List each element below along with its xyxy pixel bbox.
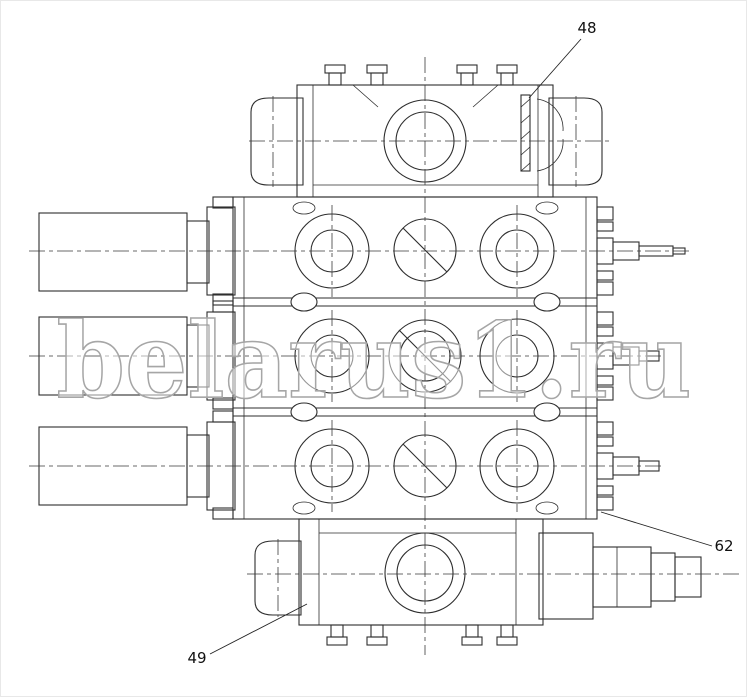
callout-49: 49	[187, 603, 308, 667]
top-cover-left-lug	[250, 97, 304, 186]
callout-62: 62	[600, 511, 734, 555]
callout-48: 48	[528, 19, 597, 99]
callout-62-leader	[600, 511, 713, 547]
callout-48-leader	[528, 38, 582, 99]
watermark: belarus1.ru	[57, 299, 692, 422]
seal-detail-48	[520, 94, 564, 172]
spool-cap-row-3	[38, 410, 236, 520]
centerlines	[29, 57, 741, 655]
top-cover	[250, 64, 603, 198]
bottom-cover	[254, 518, 594, 646]
outlet-fitting	[592, 546, 702, 608]
bottom-cover-left-lug	[254, 540, 302, 616]
callout-62-label: 62	[714, 537, 733, 555]
top-cover-right-lug	[548, 97, 603, 186]
top-bolts	[324, 64, 518, 86]
valve-body	[232, 196, 598, 520]
bottom-cover-right-block	[538, 532, 594, 620]
bottom-bolts	[326, 624, 518, 646]
callout-48-label: 48	[577, 19, 596, 37]
callout-49-label: 49	[187, 649, 206, 667]
callout-49-leader	[209, 603, 308, 655]
